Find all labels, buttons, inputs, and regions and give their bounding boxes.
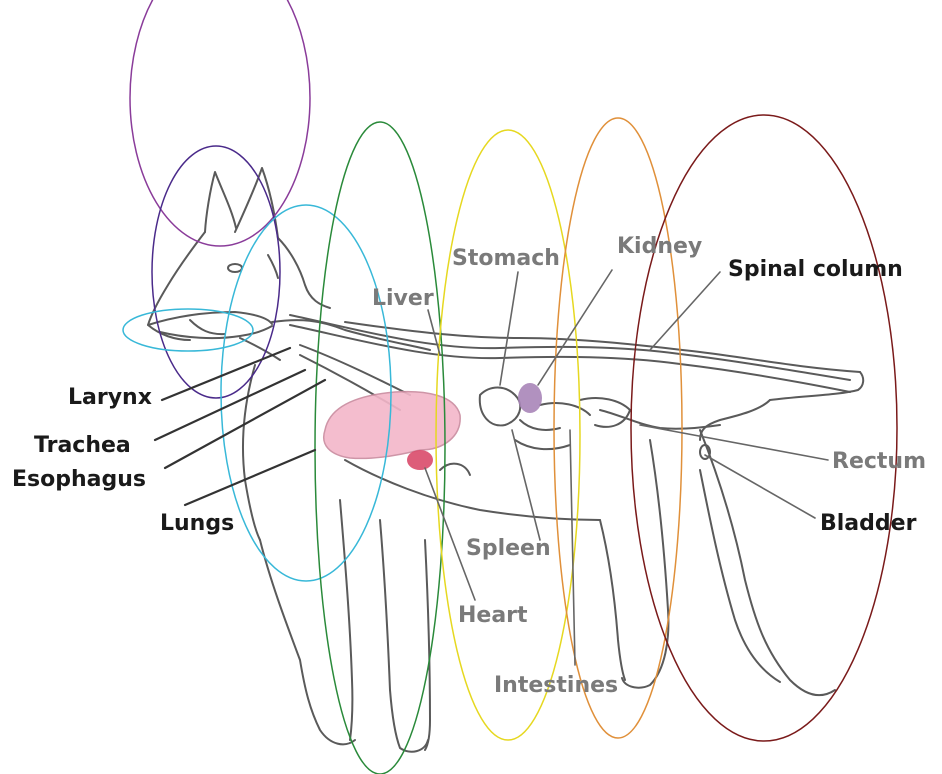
eye — [228, 264, 242, 272]
right-ear — [235, 168, 278, 238]
spine-upper — [290, 315, 850, 380]
front-leg-right-inner — [425, 540, 430, 750]
ring-lungs — [221, 205, 391, 581]
labels: Larynx Trachea Esophagus Lungs Liver Sto… — [12, 234, 926, 698]
snout-bottom — [160, 326, 272, 338]
label-kidney: Kidney — [617, 234, 702, 259]
larynx-leader — [162, 348, 290, 400]
rectum-leader — [640, 425, 828, 460]
liver-shape — [324, 392, 460, 459]
label-bladder: Bladder — [820, 511, 917, 536]
rump — [700, 400, 770, 440]
mouth — [190, 320, 225, 334]
kidney-shape — [518, 383, 542, 413]
heart-shape — [407, 450, 433, 470]
throat — [240, 338, 280, 360]
label-intestines: Intestines — [494, 673, 618, 698]
label-spinal-column: Spinal column — [728, 257, 903, 282]
label-liver: Liver — [372, 286, 434, 311]
front-leg-left-outer — [260, 540, 355, 744]
hind-leg-front-outer — [622, 440, 668, 688]
hind-leg-rear-inner — [700, 470, 780, 682]
front-leg-right-outer — [380, 520, 428, 752]
label-stomach: Stomach — [452, 246, 560, 271]
cheek-line — [268, 255, 278, 278]
ring-head-top — [130, 0, 310, 246]
spinal-column-leader — [650, 272, 720, 350]
label-larynx: Larynx — [68, 385, 152, 410]
heart-leader — [425, 468, 475, 600]
region-rings — [123, 0, 897, 774]
rectum-line — [600, 410, 720, 429]
label-spleen: Spleen — [466, 536, 551, 561]
stomach-shape — [480, 388, 520, 426]
organs — [324, 383, 542, 470]
label-lungs: Lungs — [160, 511, 234, 536]
label-heart: Heart — [458, 603, 528, 628]
head-front — [148, 232, 205, 340]
snout-top — [148, 312, 272, 325]
stomach-leader — [500, 272, 518, 385]
label-rectum: Rectum — [832, 449, 926, 474]
ring-stomach — [436, 130, 580, 740]
leader-lines — [155, 348, 325, 505]
lungs-leader — [185, 450, 315, 505]
neck-top — [272, 320, 430, 350]
left-ear — [205, 172, 236, 232]
label-trachea: Trachea — [34, 433, 131, 458]
trachea-leader — [155, 370, 305, 440]
kidney-leader — [538, 270, 612, 385]
hind-leg-front-inner — [600, 520, 625, 680]
label-esophagus: Esophagus — [12, 467, 146, 492]
front-leg-left-inner — [340, 500, 352, 740]
